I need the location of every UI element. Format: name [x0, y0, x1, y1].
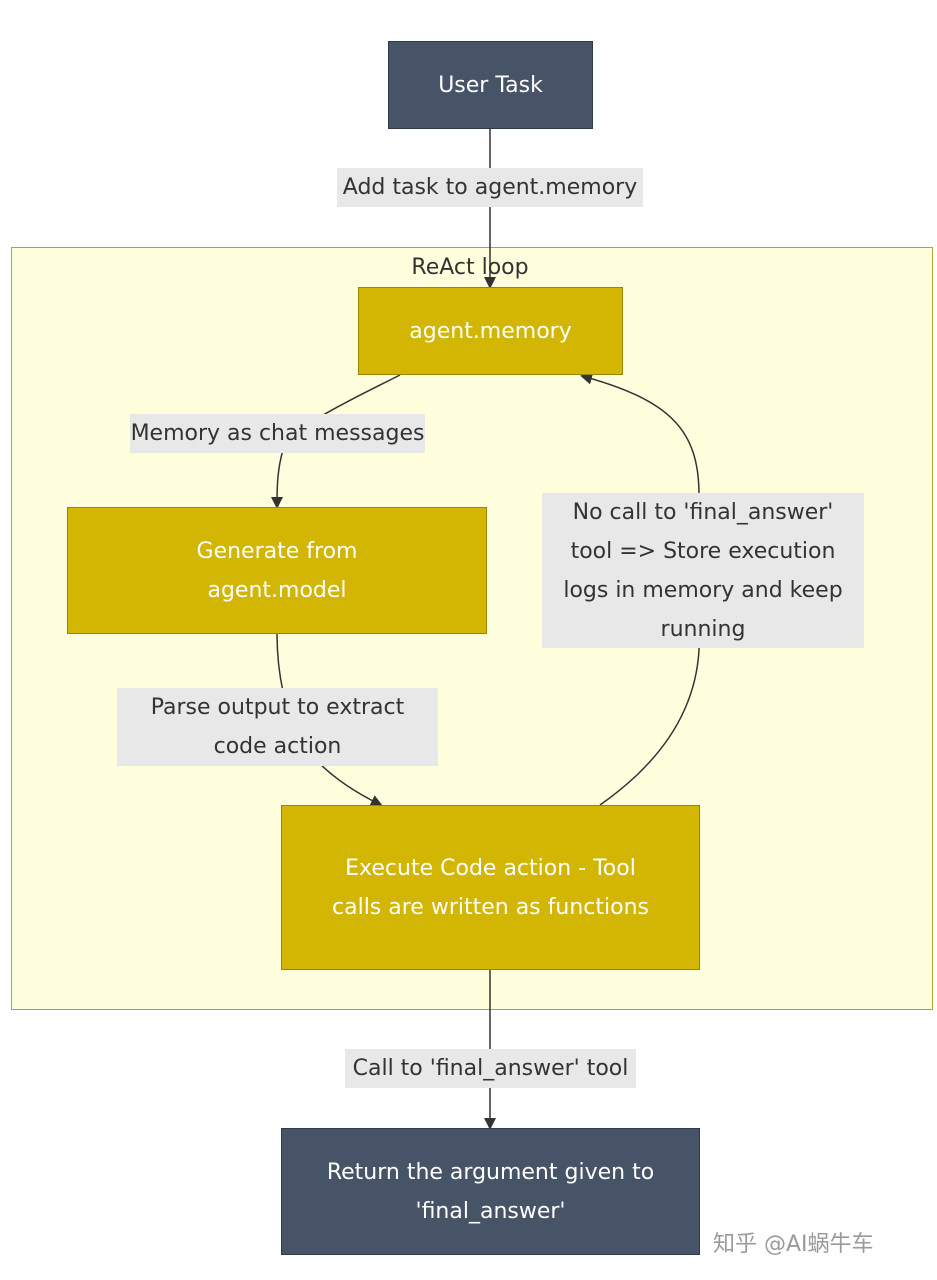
execute-code-label: Execute Code action - Tool calls are wri…	[332, 855, 649, 920]
edge-label-memory-as-chat: Memory as chat messages	[130, 414, 425, 453]
react-loop-title: ReAct loop	[411, 255, 529, 280]
edge-label-no-final-answer: No call to 'final_answer' tool => Store …	[542, 493, 864, 648]
return-node: Return the argument given to 'final_answ…	[281, 1128, 700, 1255]
generate-label: Generate from agent.model	[196, 538, 358, 603]
edge-label-parse-output: Parse output to extract code action	[117, 688, 438, 766]
execute-code-node: Execute Code action - Tool calls are wri…	[281, 805, 700, 970]
edge-label-call-final-answer: Call to 'final_answer' tool	[345, 1049, 636, 1088]
generate-node: Generate from agent.model	[67, 507, 487, 634]
watermark: 知乎 @AI蜗牛车	[713, 1232, 874, 1257]
user-task-node: User Task	[388, 41, 593, 129]
edge-label-add-task: Add task to agent.memory	[337, 168, 643, 207]
return-label: Return the argument given to 'final_answ…	[326, 1159, 655, 1224]
user-task-label: User Task	[438, 72, 543, 98]
agent-memory-label: agent.memory	[409, 318, 572, 344]
agent-memory-node: agent.memory	[358, 287, 623, 375]
